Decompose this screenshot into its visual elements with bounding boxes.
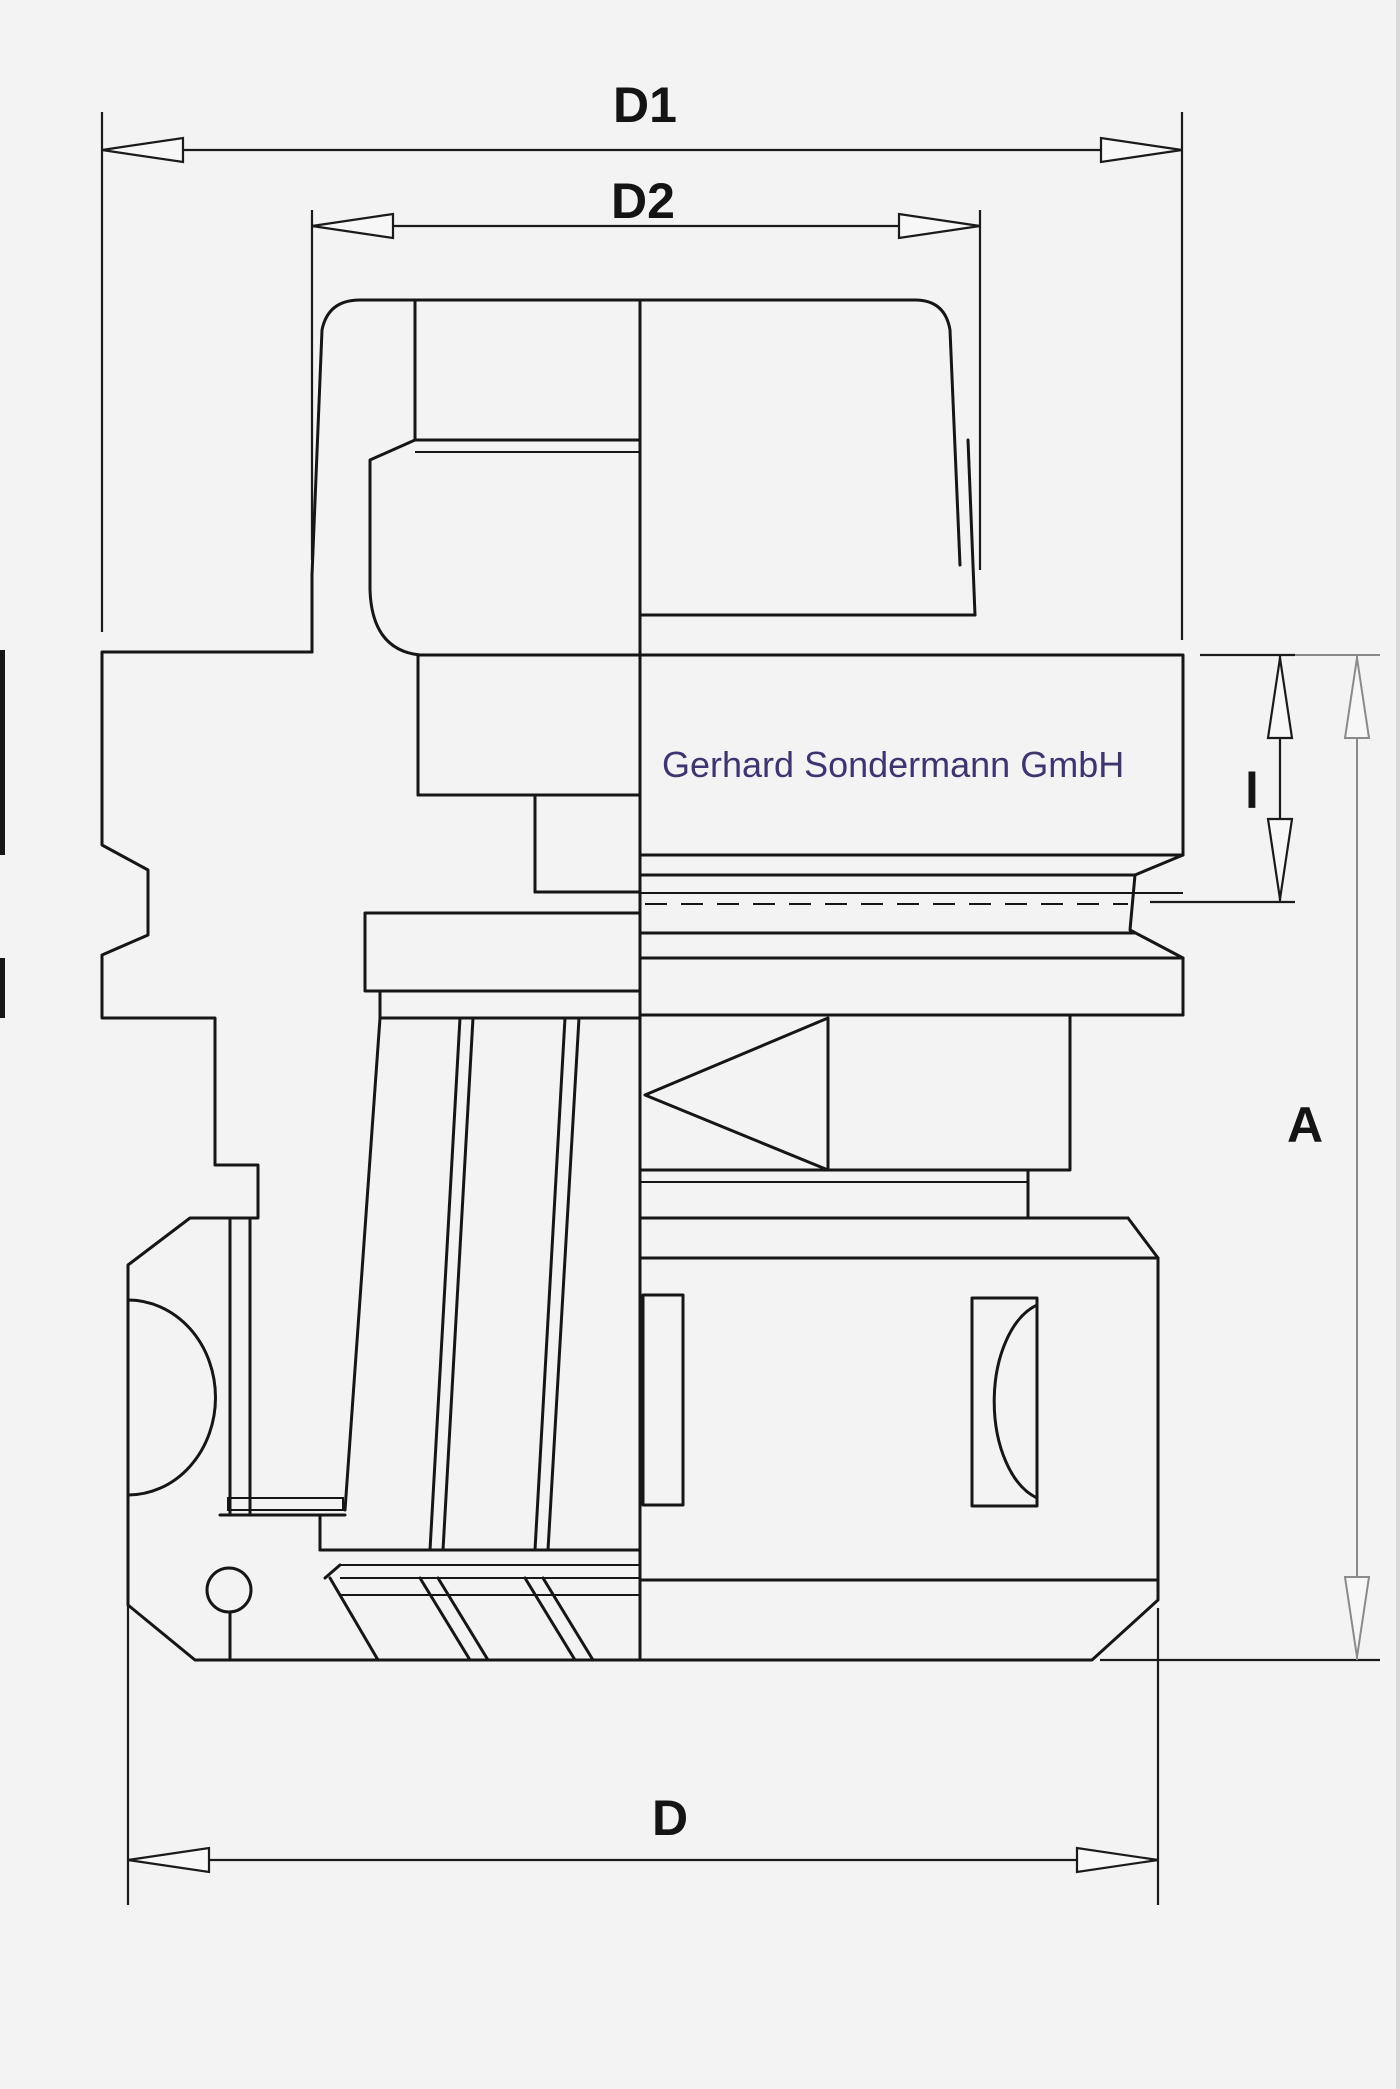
inner-collar — [363, 911, 642, 1020]
dimension-l: l — [1150, 653, 1295, 904]
left-section-outline — [100, 650, 642, 1662]
dimension-d2: D2 — [310, 173, 982, 570]
dimension-d1: D1 — [100, 77, 1184, 640]
edge-fragment-top — [0, 650, 5, 855]
label-d2: D2 — [611, 173, 675, 229]
left-nut — [126, 1216, 253, 1662]
label-l: l — [1245, 763, 1259, 819]
dimension-d: D — [126, 1605, 1160, 1905]
watermark-text: Gerhard Sondermann GmbH — [662, 744, 1124, 785]
right-nut — [638, 1216, 1160, 1662]
flange — [416, 653, 1185, 1017]
slotted-sleeve — [218, 1016, 642, 1662]
right-clamp-body — [638, 1013, 1130, 1220]
edge-fragment-bottom — [0, 958, 5, 1018]
label-d: D — [652, 1790, 688, 1846]
label-a: A — [1287, 1097, 1323, 1153]
ball-icon — [205, 1566, 253, 1614]
taper-shank — [310, 298, 977, 657]
dimension-a: A — [1100, 654, 1380, 1662]
label-d1: D1 — [613, 77, 677, 133]
right-border — [1396, 0, 1400, 2089]
